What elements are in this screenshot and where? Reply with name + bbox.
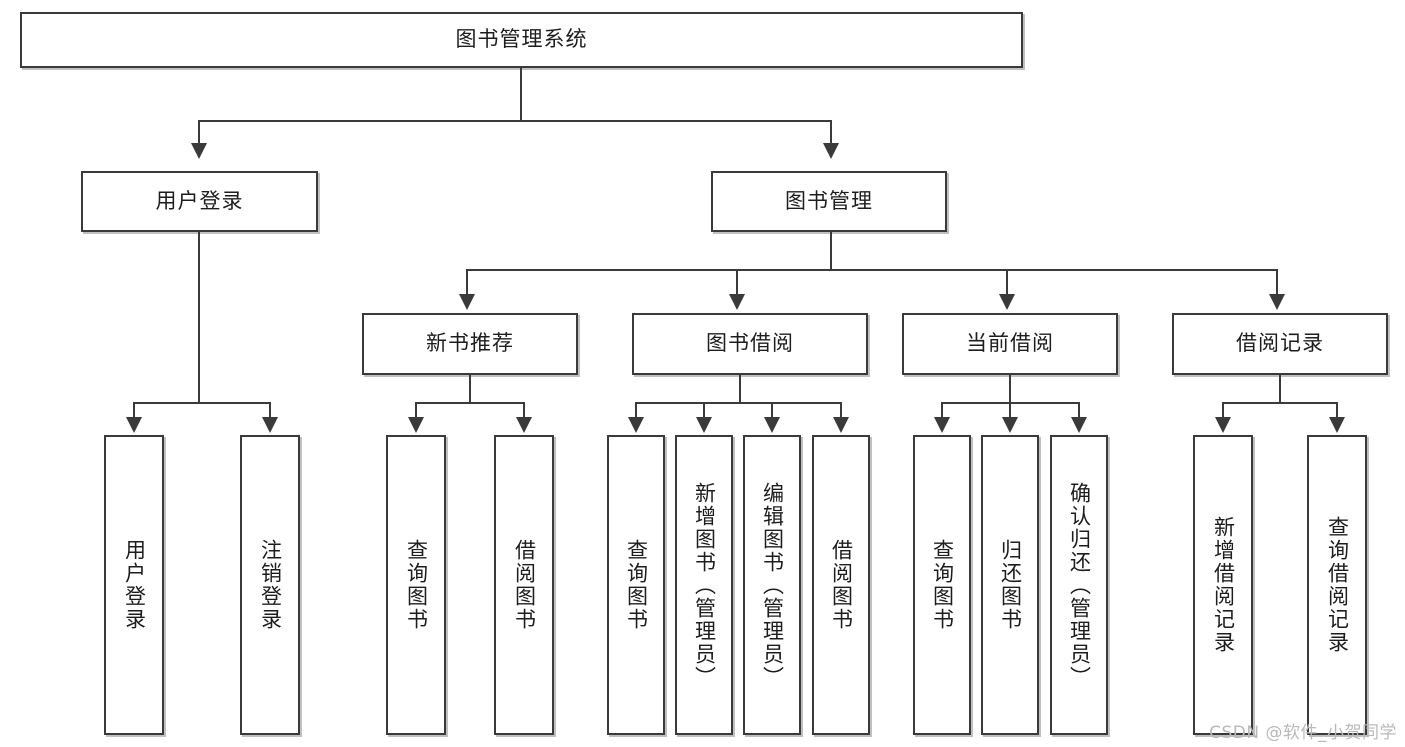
connector-drop-borrow-record (1276, 269, 1278, 295)
connector-borrow-record-bar (1222, 402, 1338, 404)
connector-drop-new-book (466, 269, 468, 295)
node-label: 新增图书（管理员） (692, 481, 717, 689)
leaf-add-book-admin[interactable]: 新增图书（管理员） (675, 435, 733, 735)
node-user-login[interactable]: 用户登录 (81, 171, 318, 232)
node-label: 借阅图书 (829, 539, 854, 631)
arrowhead-new-book (459, 294, 475, 310)
connector-user-login-stem (198, 232, 200, 403)
connector-drop-return-book (1009, 402, 1011, 418)
node-book-borrow[interactable]: 图书借阅 (632, 313, 868, 375)
connector-current-borrow-stem (1009, 375, 1011, 403)
leaf-query-book-borrow[interactable]: 查询图书 (607, 435, 665, 735)
connector-book-borrow-bar (635, 402, 842, 404)
arrowhead-edit-book (764, 417, 780, 433)
connector-new-book-bar (415, 402, 525, 404)
node-label: 借阅记录 (1236, 331, 1324, 356)
connector-drop-borrow-book-1 (523, 402, 525, 418)
connector-drop-query-book-2 (635, 402, 637, 418)
node-label: 编辑图书（管理员） (760, 481, 785, 689)
leaf-add-borrow-record[interactable]: 新增借阅记录 (1193, 435, 1253, 735)
connector-root-bar (198, 120, 832, 122)
connector-drop-book-manage (830, 120, 832, 144)
node-label: 查询借阅记录 (1325, 516, 1350, 654)
arrowhead-leaf-logout (262, 417, 278, 433)
node-label: 新书推荐 (426, 331, 514, 356)
node-label: 图书管理 (785, 188, 873, 213)
leaf-query-borrow-record[interactable]: 查询借阅记录 (1307, 435, 1367, 735)
connector-drop-add-record (1222, 402, 1224, 418)
node-label: 当前借阅 (966, 331, 1054, 356)
arrowhead-current-borrow (999, 294, 1015, 310)
connector-drop-query-record (1336, 402, 1338, 418)
connector-borrow-record-stem (1279, 375, 1281, 403)
arrowhead-query-record (1329, 417, 1345, 433)
connector-book-borrow-stem (739, 375, 741, 403)
connector-drop-borrow-book-2 (840, 402, 842, 418)
connector-drop-user-login (198, 120, 200, 144)
connector-drop-query-book-3 (941, 402, 943, 418)
connector-drop-leaf-user-login (133, 402, 135, 418)
node-label: 新增借阅记录 (1211, 516, 1236, 654)
connector-root-stem (520, 68, 522, 120)
arrowhead-query-book-2 (628, 417, 644, 433)
arrowhead-borrow-book-1 (516, 417, 532, 433)
connector-drop-add-book (703, 402, 705, 418)
node-root-system[interactable]: 图书管理系统 (20, 12, 1023, 68)
node-label: 用户登录 (155, 188, 244, 213)
leaf-borrow-book-new[interactable]: 借阅图书 (494, 435, 554, 735)
arrowhead-confirm-return (1071, 417, 1087, 433)
connector-drop-current-borrow (1006, 269, 1008, 295)
connector-level2-bar (466, 269, 1278, 271)
node-label: 查询图书 (930, 539, 955, 631)
leaf-query-book-new[interactable]: 查询图书 (386, 435, 446, 735)
node-label: 确认归还（管理员） (1067, 481, 1092, 689)
leaf-edit-book-admin[interactable]: 编辑图书（管理员） (743, 435, 801, 735)
node-label: 图书借阅 (706, 331, 794, 356)
leaf-logout[interactable]: 注销登录 (240, 435, 300, 735)
arrowhead-book-borrow (729, 294, 745, 310)
node-borrow-record[interactable]: 借阅记录 (1172, 313, 1388, 375)
connector-book-manage-stem (830, 232, 832, 270)
node-label: 查询图书 (624, 539, 649, 631)
connector-new-book-stem (469, 375, 471, 403)
connector-user-login-bar (133, 402, 269, 404)
arrowhead-query-book-3 (934, 417, 950, 433)
node-label: 借阅图书 (512, 539, 537, 631)
leaf-user-login[interactable]: 用户登录 (104, 435, 164, 735)
node-label: 归还图书 (998, 539, 1023, 631)
leaf-return-book[interactable]: 归还图书 (981, 435, 1039, 735)
node-label: 查询图书 (404, 539, 429, 631)
node-current-borrow[interactable]: 当前借阅 (902, 313, 1118, 375)
arrowhead-borrow-record (1269, 294, 1285, 310)
leaf-confirm-return-admin[interactable]: 确认归还（管理员） (1050, 435, 1108, 735)
arrowhead-borrow-book-2 (833, 417, 849, 433)
connector-drop-confirm-return (1078, 402, 1080, 418)
leaf-query-book-current[interactable]: 查询图书 (913, 435, 971, 735)
node-label: 用户登录 (122, 539, 147, 631)
connector-drop-query-book-1 (415, 402, 417, 418)
connector-drop-edit-book (771, 402, 773, 418)
leaf-borrow-book-borrow[interactable]: 借阅图书 (812, 435, 870, 735)
arrowhead-return-book (1002, 417, 1018, 433)
node-book-management[interactable]: 图书管理 (711, 171, 947, 232)
arrowhead-add-record (1215, 417, 1231, 433)
arrowhead-user-login (191, 143, 207, 159)
connector-drop-book-borrow (736, 269, 738, 295)
arrowhead-add-book (696, 417, 712, 433)
node-new-book-recommend[interactable]: 新书推荐 (362, 313, 578, 375)
arrowhead-leaf-user-login (126, 417, 142, 433)
node-label: 图书管理系统 (455, 27, 588, 52)
connector-drop-leaf-logout (269, 402, 271, 418)
arrowhead-query-book-1 (408, 417, 424, 433)
node-label: 注销登录 (258, 539, 283, 631)
arrowhead-book-manage (823, 143, 839, 159)
